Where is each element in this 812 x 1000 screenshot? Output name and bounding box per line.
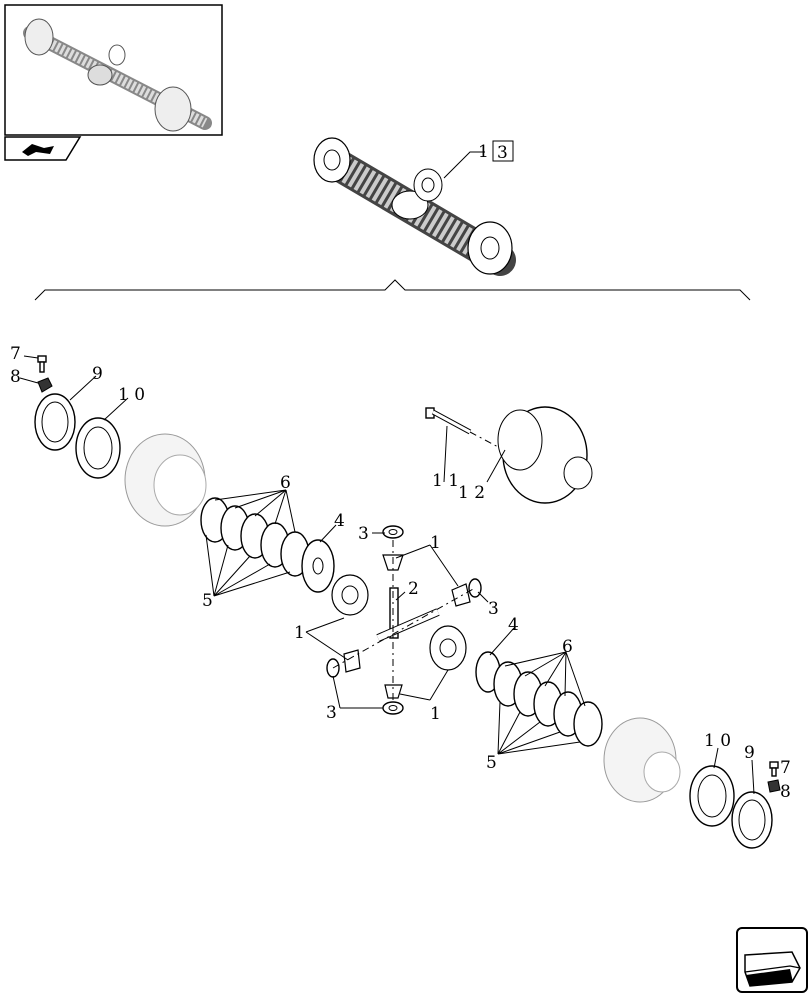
callout-7-left[interactable]: 7 [10, 344, 21, 364]
callout-3-bottom[interactable]: 3 [326, 703, 337, 723]
part-side-gear-left [331, 574, 369, 616]
bookmark-arrow-icon [22, 144, 54, 156]
part-washer-3-top [382, 525, 404, 539]
callout-6-left[interactable]: 6 [280, 473, 291, 493]
callout-2[interactable]: 2 [408, 579, 419, 599]
next-page-arrow-icon [744, 951, 801, 987]
part-ring-nut-9-left [34, 393, 76, 451]
axis-line-case [469, 431, 501, 449]
callout-7-right[interactable]: 7 [780, 758, 791, 778]
callout-1-left[interactable]: 1 [294, 623, 305, 643]
reference-prefix: 1 [478, 142, 489, 162]
callout-6-right[interactable]: 6 [562, 637, 573, 657]
callout-9-right[interactable]: 9 [744, 743, 755, 763]
callout-labels: 7 8 9 1 0 1 1 1 2 6 4 5 3 1 2 3 1 3 1 4 … [10, 344, 791, 802]
callout-1-bottom[interactable]: 1 [430, 704, 441, 724]
part-bolt-11 [425, 407, 472, 435]
callout-5-left[interactable]: 5 [202, 591, 213, 611]
callout-4-left[interactable]: 4 [334, 511, 345, 531]
next-page-button[interactable] [736, 927, 808, 993]
leader-lines [19, 355, 755, 795]
part-screw-7-right [769, 761, 779, 777]
callout-4-right[interactable]: 4 [508, 615, 519, 635]
part-bearing-10-left [75, 417, 121, 479]
part-lock-plate-8-right [767, 779, 781, 793]
callout-1-top[interactable]: 1 [430, 533, 441, 553]
part-side-gear-right [429, 625, 467, 671]
part-housing-faint-right [603, 717, 681, 803]
callout-10-right[interactable]: 1 0 [704, 731, 731, 751]
part-differential-case-12 [497, 406, 593, 504]
callout-3-top[interactable]: 3 [358, 524, 369, 544]
callout-8-right[interactable]: 8 [780, 782, 791, 802]
reference-callout[interactable]: 1 3 [443, 140, 514, 179]
callout-5-right[interactable]: 5 [486, 753, 497, 773]
callout-9-left[interactable]: 9 [92, 364, 103, 384]
part-pinion-1-left [343, 649, 361, 673]
view-badge[interactable] [4, 136, 82, 161]
clutch-pack-left [200, 497, 310, 577]
part-washer-3-bottom [382, 701, 404, 715]
part-pinion-1-right [451, 583, 471, 607]
part-ring-nut-9-right [731, 791, 773, 849]
part-shaft-2 [376, 587, 440, 642]
reference-number: 3 [497, 143, 508, 163]
callout-10-left[interactable]: 1 0 [118, 385, 145, 405]
part-bearing-10-right [689, 765, 735, 827]
callout-12[interactable]: 1 2 [458, 483, 485, 503]
callout-3-right[interactable]: 3 [488, 599, 499, 619]
clutch-pack-right [493, 661, 603, 747]
axle-assembly-illustration [313, 137, 516, 276]
callout-8-left[interactable]: 8 [10, 367, 21, 387]
part-screw-7-left [37, 355, 47, 373]
part-lock-plate-8-left [37, 377, 53, 393]
part-pinion-1-bottom [384, 684, 403, 699]
axle-overview-thumbnail[interactable] [4, 4, 223, 136]
part-thrust-washer-4-left [301, 539, 335, 593]
callout-11[interactable]: 1 1 [432, 471, 459, 491]
explode-brace [34, 279, 751, 301]
part-housing-faint-left [124, 433, 207, 527]
part-washer-3-right [468, 578, 482, 598]
